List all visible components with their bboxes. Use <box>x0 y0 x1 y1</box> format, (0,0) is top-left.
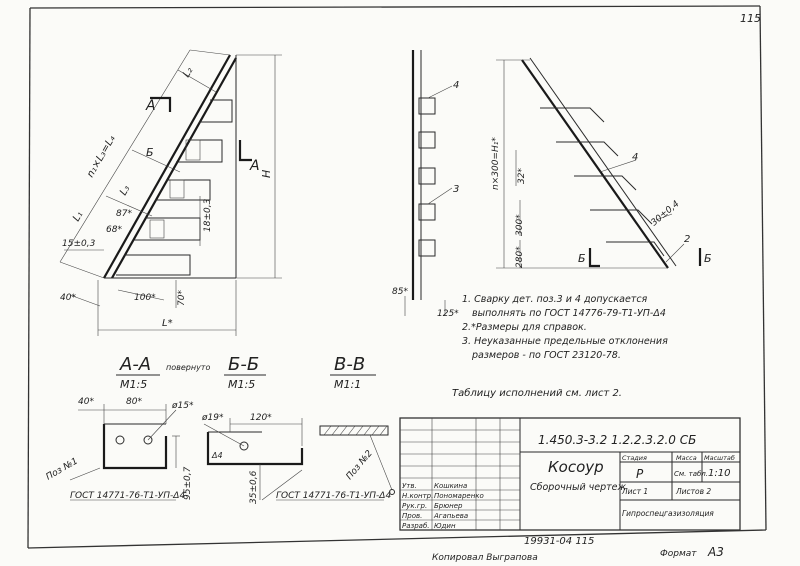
section-aa-scale: М1:5 <box>120 378 147 391</box>
copied-by: Копировал Выграпова <box>432 553 538 563</box>
title-mass-header: Масса <box>676 454 697 462</box>
aa-dim-95: 95±0,7 <box>183 466 193 500</box>
bb-dim-19: ø19* <box>201 413 224 423</box>
note-line-5: размеров - по ГОСТ 23120-78. <box>471 350 621 361</box>
name-group-lead: Брюнер <box>434 502 463 510</box>
role-approved: Утв. <box>402 482 417 490</box>
role-norm-control: Н.контр. <box>402 492 433 500</box>
drawing-frame <box>27 5 767 549</box>
title-subtitle: Сборочный чертеж <box>530 482 627 493</box>
dim-l: L* <box>162 318 173 329</box>
notes-block: 1. Сварку дет. поз.3 и 4 допускается вып… <box>462 294 668 361</box>
section-aa-title: А-А <box>119 354 151 375</box>
title-doc-code: 1.450.3-3.2 1.2.2.3.2.0 СБ <box>538 433 696 447</box>
name-checked: Агапьева <box>433 512 468 520</box>
view-b-right: Б <box>704 252 712 265</box>
section-bb-detail <box>203 418 304 501</box>
title-mass: См. табл. <box>674 470 708 478</box>
role-checked: Пров. <box>402 512 422 520</box>
dim-32: 32* <box>517 168 527 184</box>
dim-n300: n×300=H₁* <box>491 137 501 190</box>
part-2: 2 <box>684 234 690 245</box>
title-scale-header: Масштаб <box>704 454 735 462</box>
dim-40: 40* <box>60 293 76 303</box>
view-b-left: Б <box>578 252 586 265</box>
aa-gost: ГОСТ 14771-76-Т1-УП-Δ4 <box>70 491 185 501</box>
section-vv-title: В-В <box>334 354 365 375</box>
title-sheet: Лист 1 <box>621 487 648 496</box>
role-group-lead: Рук.гр. <box>402 502 427 510</box>
section-vv-scale: М1:1 <box>334 378 361 391</box>
title-organization: Гипроспецгазизоляция <box>622 509 714 518</box>
format-value: А3 <box>707 545 724 559</box>
section-a-mark-bottom: А <box>249 158 260 174</box>
label-l2: L₂ <box>181 66 195 80</box>
bb-gost: ГОСТ 14771-76-Т1-УП-Δ4 <box>276 491 391 501</box>
part-4-left: 4 <box>453 80 459 91</box>
title-sheets: Листов 2 <box>675 487 711 496</box>
right-stair-view <box>496 57 702 269</box>
part-3-left: 3 <box>453 184 459 195</box>
name-approved: Кошкина <box>434 482 467 490</box>
aa-dim-80: 80* <box>126 397 142 407</box>
dim-280: 280* <box>515 246 525 268</box>
section-b-mark: Б <box>146 146 154 159</box>
sheet-number: 115 <box>740 12 761 25</box>
bb-dim-4: Δ4 <box>211 451 223 460</box>
bb-dim-35: 35±0,6 <box>249 470 259 504</box>
title-stage-header: Стадия <box>622 454 647 462</box>
section-aa-suffix: повернуто <box>166 363 210 372</box>
label-l1: L₁ <box>71 210 85 224</box>
dim-100: 100* <box>134 293 156 303</box>
note-line-4: 3. Неуказанные предельные отклонения <box>462 336 668 347</box>
dim-18: 18±0,3 <box>203 198 213 232</box>
dim-15: 15±0,3 <box>62 239 96 249</box>
dim-300: 300* <box>515 214 525 236</box>
title-name: Косоур <box>548 458 604 476</box>
note-line-3: 2.*Размеры для справок. <box>462 322 587 333</box>
dim-87: 87* <box>116 209 132 219</box>
note-line-2: выполнять по ГОСТ 14776-79-Т1-УП-Δ4 <box>472 308 666 319</box>
inventory-number: 19931-04 115 <box>524 536 594 547</box>
note-line-1: 1. Сварку дет. поз.3 и 4 допускается <box>462 294 648 305</box>
title-scale: 1:10 <box>708 468 730 479</box>
bb-dim-120: 120* <box>250 413 272 423</box>
dim-70: 70* <box>177 290 187 306</box>
dim-125: 125* <box>437 309 459 319</box>
format-label: Формат <box>660 549 697 559</box>
title-block <box>399 417 741 531</box>
dim-85: 85* <box>392 287 408 297</box>
part-4-right: 4 <box>632 152 638 163</box>
dim-68: 68* <box>106 225 122 235</box>
section-bb-scale: М1:5 <box>228 378 255 391</box>
table-reference: Таблицу исполнений см. лист 2. <box>452 387 622 399</box>
label-l3: L₃ <box>118 184 132 198</box>
side-view <box>404 50 453 316</box>
aa-dim-40: 40* <box>78 397 94 407</box>
stringer-view <box>59 49 282 336</box>
role-developed: Разраб. <box>402 522 430 530</box>
section-vv-detail <box>319 425 395 495</box>
name-norm-control: Пономаренко <box>434 492 484 500</box>
section-bb-title: Б-Б <box>228 354 259 375</box>
title-stage: Р <box>636 467 644 481</box>
section-aa-detail <box>69 404 180 481</box>
name-developed: Юдин <box>434 522 456 530</box>
dim-h: H <box>260 170 273 178</box>
section-a-mark-top: А <box>145 98 156 114</box>
aa-dim-15: ø15* <box>171 401 194 411</box>
